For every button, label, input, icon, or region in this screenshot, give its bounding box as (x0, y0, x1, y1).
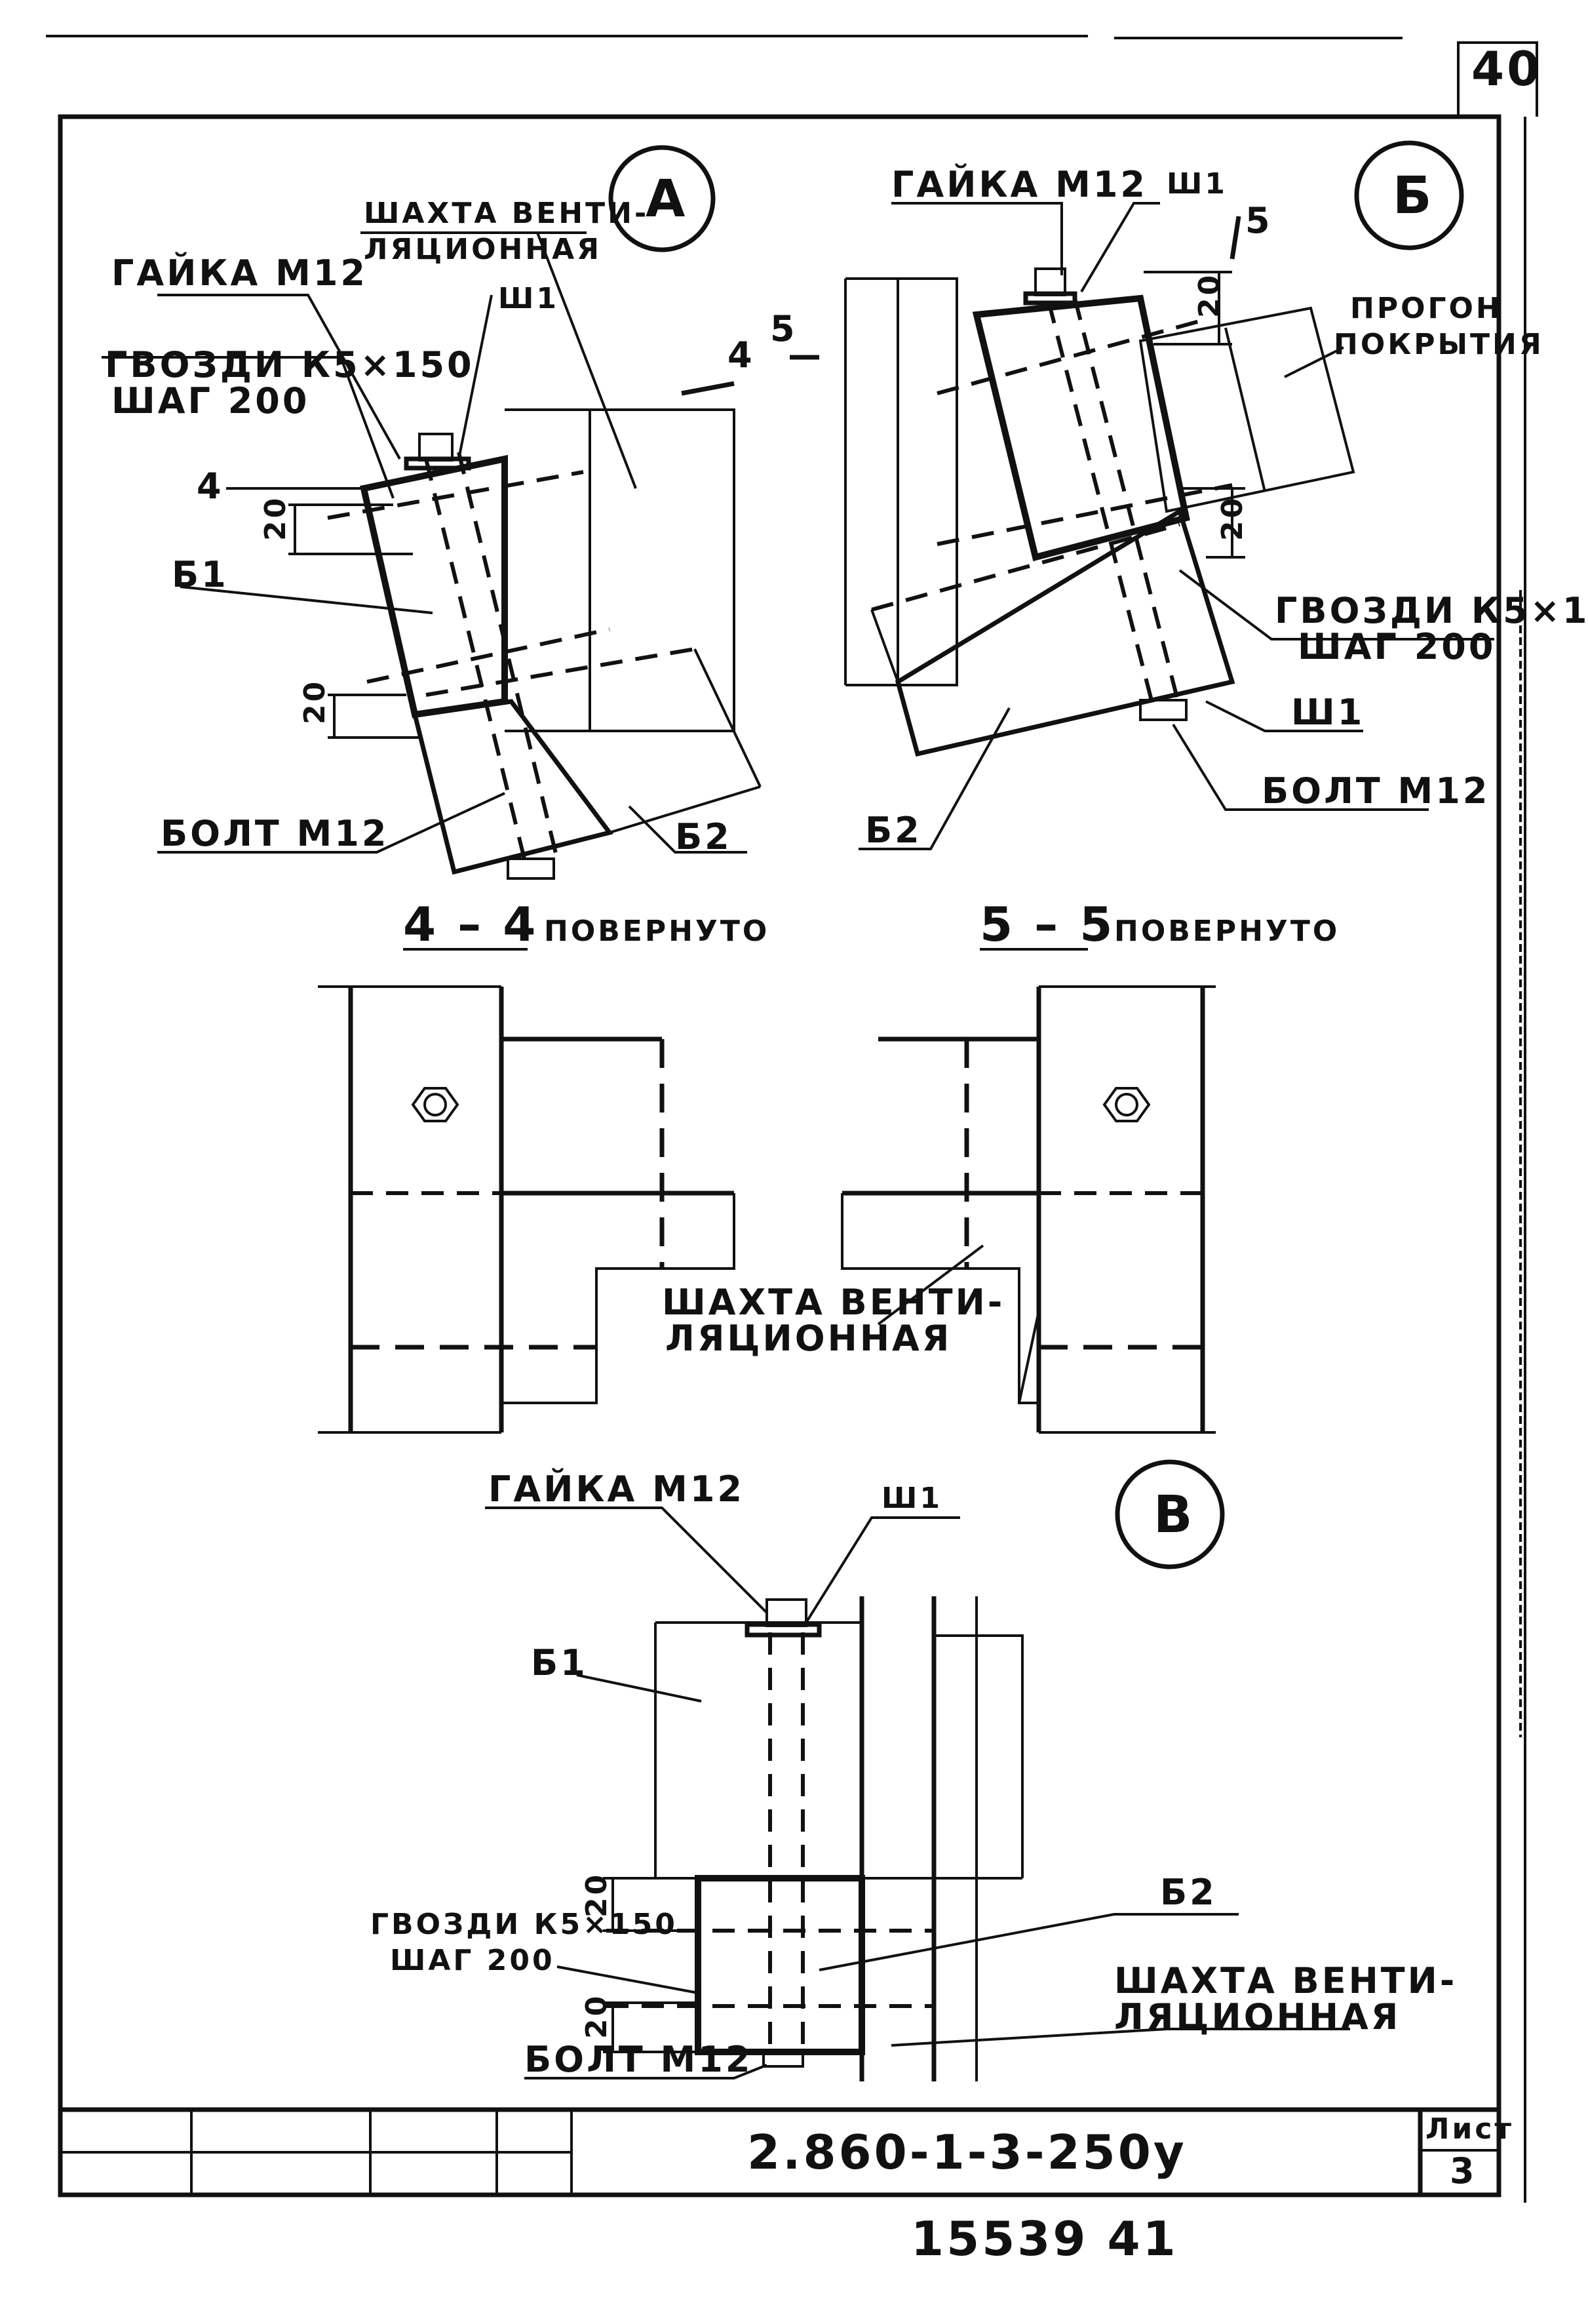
node-v-nut-label: ГАЙКА М12 (488, 1468, 745, 1510)
page-number: 40 (1471, 41, 1542, 96)
section-55-title-text: ПОВЕРНУТО (1114, 915, 1340, 948)
section-44-title-num: 4 – 4 (403, 897, 538, 952)
document-code: 2.860-1-3-250у (747, 2125, 1187, 2180)
node-b-washer-top-label: Ш1 (1167, 167, 1228, 201)
node-v-drawing (485, 1459, 1350, 2081)
bottom-stamp: 15539 41 (911, 2211, 1178, 2266)
section-55-shaft-label-1: ШАХТА ВЕНТИ- (662, 1282, 1005, 1323)
section-55-title-num: 5 – 5 (980, 897, 1115, 952)
node-v-marker: В (1153, 1486, 1195, 1545)
node-a-dim-top: 20 (259, 496, 292, 541)
section-55-shaft-label-2: ЛЯЦИОННАЯ (665, 1318, 952, 1359)
node-v-dim-top: 20 (580, 1872, 613, 1918)
node-a-section-mark-5: 5 (770, 308, 798, 349)
node-v-shaft-label-1: ШАХТА ВЕНТИ- (1114, 1960, 1457, 2001)
node-v-beam-b2: Б2 (1160, 1872, 1217, 1913)
title-block (60, 2107, 1499, 2195)
node-a-shaft-label-1: ШАХТА ВЕНТИ- (364, 197, 649, 230)
sheet-number: 3 (1450, 2150, 1477, 2192)
node-a-section-mark-4b: 4 (727, 334, 755, 376)
node-b-dim-top: 20 (1193, 273, 1226, 318)
node-b-drawing (844, 140, 1494, 850)
node-a-beam-b2: Б2 (675, 816, 732, 857)
node-b-nails-label-2: ШАГ 200 (1298, 626, 1496, 667)
node-b-purlin-label-2: ПОКРЫТИЯ (1334, 328, 1544, 361)
node-a-section-mark-4: 4 (197, 465, 224, 507)
node-b-purlin-label-1: ПРОГОН (1350, 292, 1503, 325)
node-b-beam-b2: Б2 (865, 810, 922, 851)
node-b-dim-bottom: 20 (1216, 496, 1249, 541)
node-b-bolt-label: БОЛТ М12 (1262, 770, 1490, 812)
section-44-title-text: ПОВЕРНУТО (544, 915, 769, 948)
node-a-beam-b1: Б1 (172, 554, 229, 595)
section-44-drawing (318, 948, 735, 1434)
sheet-label: Лист (1425, 2112, 1514, 2146)
node-a-washer-label: Ш1 (498, 282, 559, 315)
node-a-dim-bottom: 20 (298, 679, 332, 724)
node-b-section-mark-5: 5 (1245, 200, 1273, 241)
node-a-marker: А (646, 170, 687, 229)
node-v-dim-bottom: 20 (580, 1994, 613, 2039)
node-a-bolt-label: БОЛТ М12 (161, 813, 389, 854)
node-a-nut-label: ГАЙКА М12 (111, 252, 368, 294)
sheet-frame (46, 35, 1538, 2203)
node-v-shaft-label-2: ЛЯЦИОННАЯ (1114, 1996, 1401, 2038)
node-a-nails-label-1: ГВОЗДИ К5×150 (105, 344, 474, 385)
node-v-nails-label-2: ШАГ 200 (390, 1944, 555, 1977)
node-b-nut-label: ГАЙКА М12 (891, 164, 1148, 205)
node-b-nails-label-1: ГВОЗДИ К5×150 (1275, 590, 1588, 631)
node-a-drawing (102, 145, 819, 880)
node-v-washer-label: Ш1 (881, 1482, 942, 1515)
node-b-washer-bottom-label: Ш1 (1291, 692, 1365, 733)
node-v-nails-label-1: ГВОЗДИ К5×150 (370, 1908, 678, 1941)
node-v-bolt-label: БОЛТ М12 (524, 2039, 752, 2080)
node-a-nails-label-2: ШАГ 200 (111, 380, 309, 422)
node-a-shaft-label-2: ЛЯЦИОННАЯ (364, 233, 602, 266)
section-55-drawing (841, 948, 1216, 1434)
node-b-marker: Б (1393, 167, 1434, 226)
node-v-beam-b1: Б1 (531, 1642, 588, 1684)
